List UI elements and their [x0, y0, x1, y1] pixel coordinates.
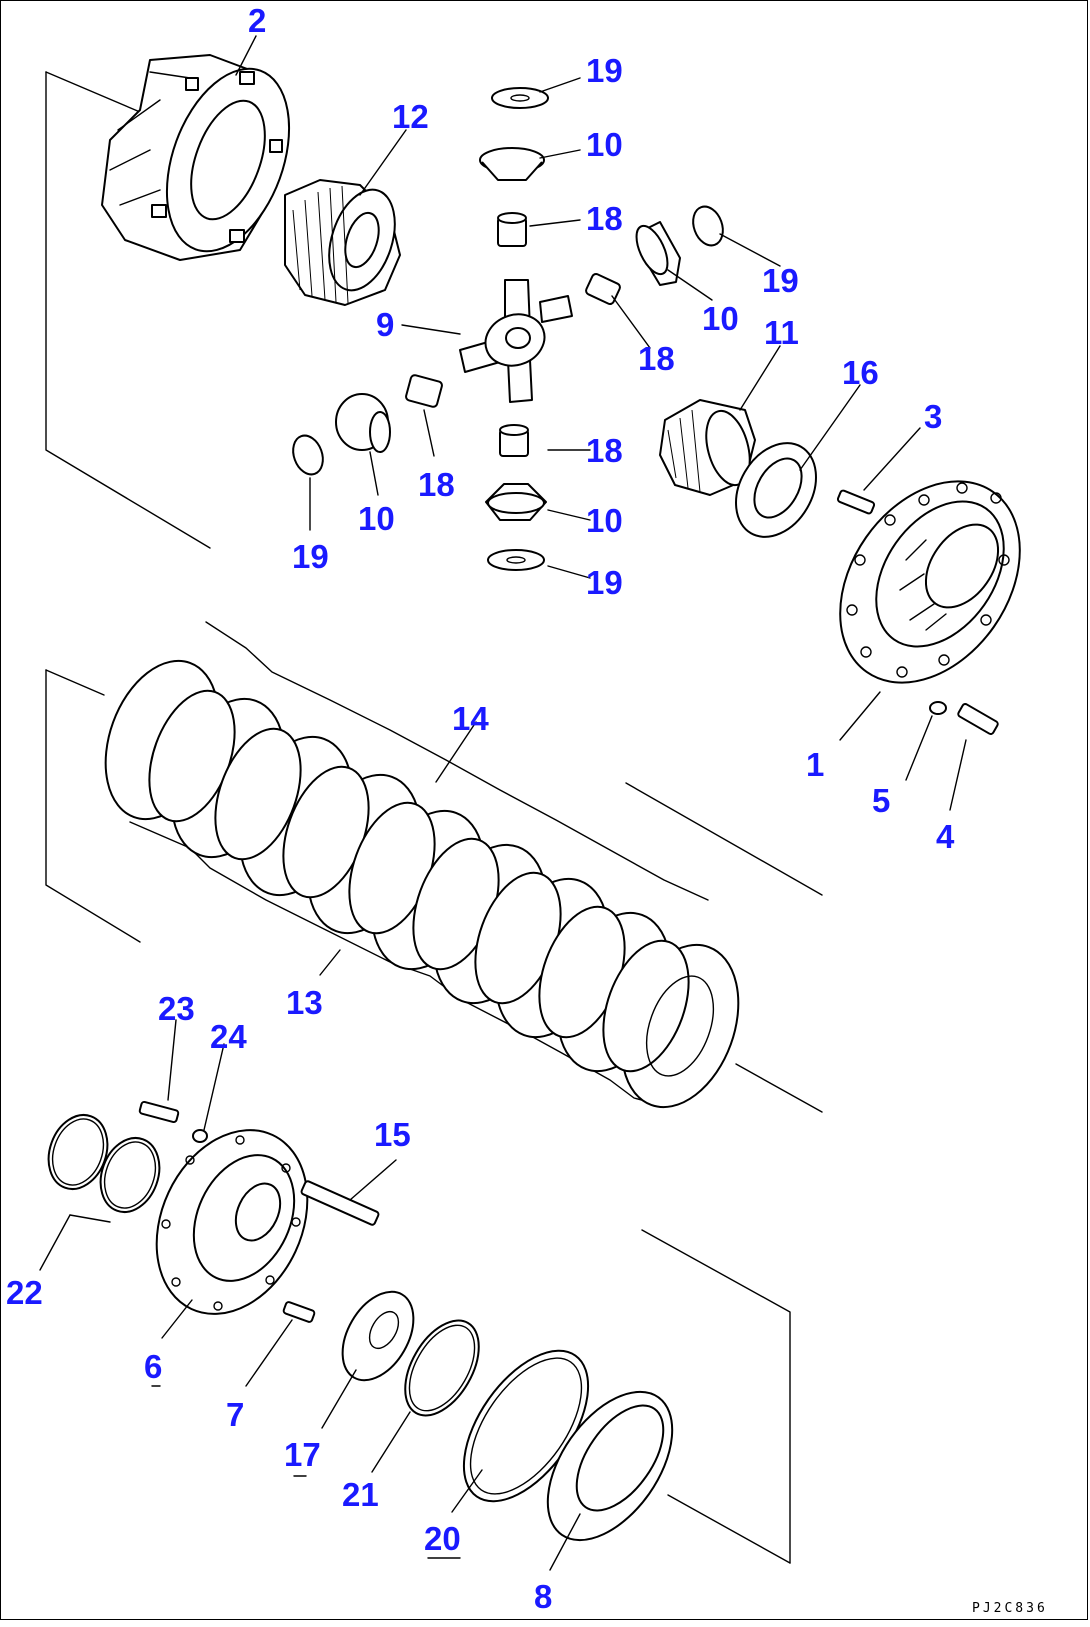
callout-7: 7 [226, 1396, 244, 1433]
part-16-thrust-washer [735, 442, 817, 538]
part-19-washer-top [491, 87, 549, 109]
callout-14: 14 [452, 700, 489, 737]
part-4-bolt [957, 703, 999, 735]
part-14-friction-discs [148, 689, 715, 1077]
part-18-bushing-left [405, 374, 443, 408]
part-22-seal-rings [47, 1114, 161, 1213]
callout-10: 10 [358, 500, 395, 537]
callout-15: 15 [374, 1116, 411, 1153]
callout-9: 9 [376, 306, 394, 343]
callout-17: 17 [284, 1436, 321, 1473]
callout-18: 18 [638, 340, 675, 377]
part-6-retainer [155, 1129, 309, 1315]
part-10-pinion-right [635, 221, 681, 286]
part-9-spider [459, 279, 573, 403]
part-2-differential-case [101, 54, 291, 261]
callout-16: 16 [842, 354, 879, 391]
callout-21: 21 [342, 1476, 379, 1513]
part-5-washer [929, 701, 947, 715]
callout-22: 22 [6, 1274, 43, 1311]
underline-marks [151, 1385, 461, 1559]
part-8-oil-seal [546, 1390, 674, 1542]
callout-19: 19 [586, 52, 623, 89]
part-10-pinion-left [335, 393, 391, 453]
upper-boundary-plane [45, 71, 211, 549]
part-10-pinion-top [479, 147, 545, 181]
callout-18: 18 [586, 432, 623, 469]
callout-10: 10 [586, 502, 623, 539]
callout-19: 19 [292, 538, 329, 575]
part-18-bushing-top [497, 212, 527, 247]
callout-18: 18 [418, 466, 455, 503]
callout-19: 19 [586, 564, 623, 601]
part-3-bolt [836, 489, 876, 515]
part-7-pin [282, 1301, 316, 1323]
callout-3: 3 [924, 398, 942, 435]
part-1-case-flange [839, 480, 1021, 684]
callout-2: 2 [248, 2, 266, 39]
callout-20: 20 [424, 1520, 461, 1557]
leader-lines [39, 35, 967, 1571]
callout-5: 5 [872, 782, 890, 819]
part-19-washer-right [692, 205, 724, 247]
callout-4: 4 [936, 818, 955, 855]
callout-12: 12 [392, 98, 429, 135]
part-11-side-gear [659, 399, 756, 496]
part-23-bolt [138, 1100, 180, 1124]
part-15-shaft [300, 1180, 380, 1226]
part-12-side-gear [284, 179, 401, 306]
callout-19: 19 [762, 262, 799, 299]
callout-6: 6 [144, 1348, 162, 1385]
part-19-washer-left [292, 434, 324, 476]
part-18-bushing-bottom [499, 424, 529, 457]
part-10-pinion-bottom [485, 483, 547, 521]
callout-labels: 2 12 19 10 18 19 10 9 11 18 16 3 10 18 1… [6, 2, 955, 1615]
callout-13: 13 [286, 984, 323, 1021]
lower-boundary-plane [641, 1229, 791, 1564]
callout-8: 8 [534, 1578, 552, 1615]
part-19-washer-bottom [487, 549, 545, 571]
callout-1: 1 [806, 746, 824, 783]
part-18-bushing-right [585, 273, 621, 305]
callout-11: 11 [764, 314, 799, 351]
callout-10: 10 [702, 300, 739, 337]
callout-24: 24 [210, 1018, 247, 1055]
clutch-plate-stack [129, 621, 823, 1113]
callout-18: 18 [586, 200, 623, 237]
part-21-snap-ring [404, 1319, 480, 1417]
part-24-washer [192, 1129, 208, 1143]
middle-boundary-plane [45, 669, 823, 943]
part-17-plate [341, 1290, 415, 1382]
callout-10: 10 [586, 126, 623, 163]
callout-23: 23 [158, 990, 195, 1027]
drawing-code: PJ2C836 [972, 1601, 1048, 1616]
